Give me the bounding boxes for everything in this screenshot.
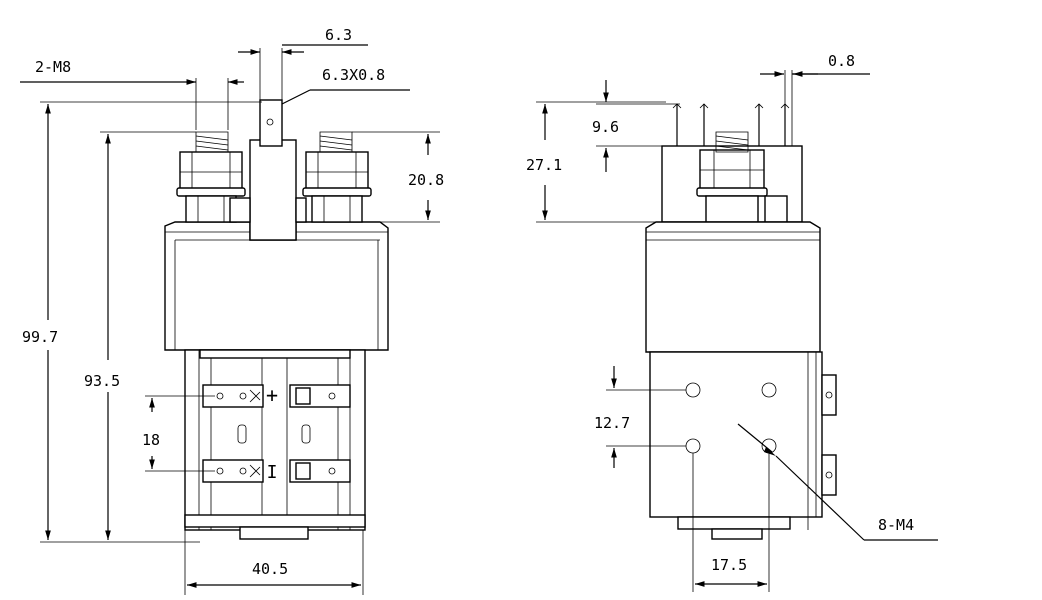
stud-terminal-right xyxy=(302,131,372,223)
front-view: + I xyxy=(20,26,444,595)
dim-top-height: 27.1 xyxy=(526,156,562,174)
plus-symbol: + xyxy=(266,383,278,407)
dim-overall-height: 99.7 xyxy=(22,328,58,346)
center-aux-block xyxy=(249,139,297,241)
minus-symbol: I xyxy=(267,462,278,483)
dim-tab-size: 6.3X0.8 xyxy=(322,66,385,84)
dim-tab-spacing: 18 xyxy=(142,431,160,449)
dim-tab-thickness: 0.8 xyxy=(828,52,855,70)
dim-hole-spacing-h: 17.5 xyxy=(711,556,747,574)
dim-body-height: 93.5 xyxy=(84,372,120,390)
front-coil-housing xyxy=(164,221,389,351)
side-lower-housing xyxy=(649,351,823,518)
dim-tab-height: 9.6 xyxy=(592,118,619,136)
dim-stud-thread: 2-M8 xyxy=(35,58,71,76)
dim-width: 40.5 xyxy=(252,560,288,578)
dim-hole-thread: 8-M4 xyxy=(878,516,914,534)
side-coil-housing xyxy=(645,221,821,353)
stud-terminal-left xyxy=(176,131,246,223)
aux-blade-tab xyxy=(259,99,283,147)
side-view: 0.8 9.6 27.1 12.7 8-M4 17.5 xyxy=(526,52,938,592)
dim-terminal-height: 20.8 xyxy=(408,171,444,189)
mount-hole-top-right xyxy=(761,382,777,398)
dim-terminal-width: 6.3 xyxy=(325,26,352,44)
dim-hole-spacing-v: 12.7 xyxy=(594,414,630,432)
